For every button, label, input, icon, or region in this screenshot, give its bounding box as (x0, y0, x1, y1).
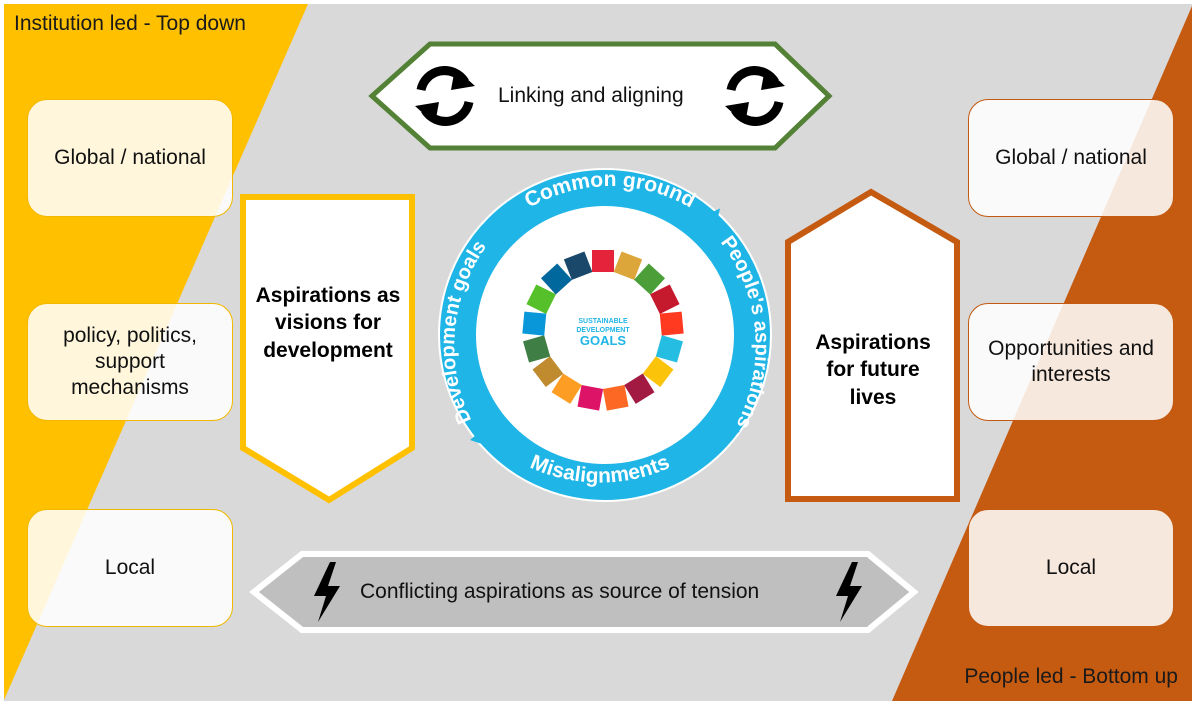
sdg-tile (526, 284, 556, 314)
sdg-tile (592, 250, 614, 272)
sdg-tile (577, 384, 604, 411)
sdg-tile (563, 251, 593, 280)
future-lives-label-line-1: Aspirations (815, 331, 931, 354)
ring-arrowhead (706, 418, 740, 440)
sync-arrows-icon (415, 66, 475, 126)
right-box-opportunities: Opportunities and interests (968, 303, 1174, 421)
aspirations-future-lives-arrow (785, 188, 960, 502)
future-lives-label-line-3: lives (849, 385, 897, 409)
left-box-policy: policy, politics, support mechanisms (27, 303, 233, 421)
linking-aligning-label: Linking and aligning (498, 84, 684, 107)
lightning-bolt-icon (836, 562, 862, 622)
aspirations-cycle-ring (438, 168, 772, 502)
sdg-tile (602, 384, 629, 411)
visions-for-development-arrow (240, 194, 415, 504)
conflicting-aspirations-label: Conflicting aspirations as source of ten… (360, 580, 760, 603)
sdg-logo-line-3: GOALS (580, 333, 627, 348)
left-box-global-national: Global / national (27, 99, 233, 217)
visions-label-line-2: visions for (274, 311, 382, 335)
sdg-tile (613, 251, 643, 280)
sdg-tile (540, 263, 573, 295)
sdg-tile (522, 311, 547, 336)
ring-arrowhead (496, 212, 520, 240)
right-box-local: Local (968, 509, 1174, 627)
sdg-logo-line-1: SUSTAINABLE (578, 318, 628, 325)
sdg-logo-line-2: DEVELOPMENT (576, 327, 630, 334)
lightning-bolt-icon (314, 562, 340, 622)
aspirations-future-lives-label: Aspirations for future lives (792, 329, 954, 411)
linking-aligning-banner (368, 41, 833, 151)
left-box-local: Local (27, 509, 233, 627)
sdg-tile (551, 373, 582, 404)
future-lives-label-line-2: for future (826, 358, 920, 382)
visions-label-line-1: Aspirations as (255, 284, 401, 307)
sdg-tile (650, 284, 680, 314)
sdg-tile (655, 335, 683, 363)
sdg-tile (659, 311, 684, 336)
sdg-tile (633, 263, 666, 295)
visions-for-development-label: Aspirations as visions for development (246, 282, 410, 364)
people-led-label: People led - Bottom up (964, 665, 1178, 688)
sdg-tile (532, 356, 564, 388)
sdg-tile (642, 356, 674, 388)
right-box-global-national: Global / national (968, 99, 1174, 217)
visions-label-line-3: development (263, 338, 393, 362)
sdg-wheel-logo (522, 250, 684, 411)
conflicting-aspirations-banner (249, 551, 919, 633)
sdg-tile (523, 335, 551, 363)
ring-arrowhead (470, 420, 500, 450)
sync-arrows-icon (725, 66, 785, 126)
sdg-tile (624, 373, 655, 404)
institution-led-label: Institution led - Top down (14, 12, 246, 35)
ring-arrowhead (688, 208, 721, 240)
